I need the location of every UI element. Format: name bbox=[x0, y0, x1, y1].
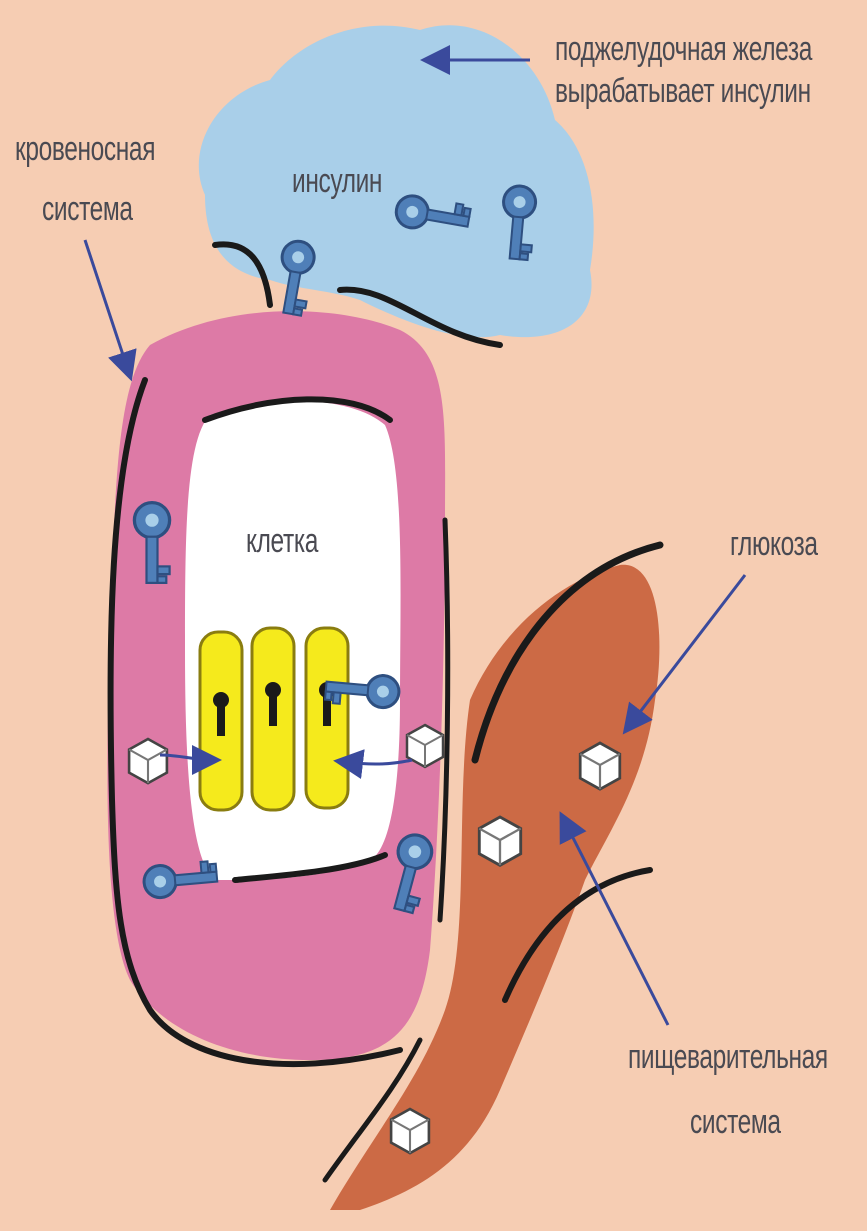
pancreas bbox=[199, 25, 594, 337]
cell-label: клетка bbox=[246, 522, 318, 560]
digestive-system-label-line2: система bbox=[690, 1103, 781, 1141]
blood-system-label-line2: система bbox=[42, 190, 133, 228]
insulin-label: инсулин bbox=[292, 162, 382, 200]
arrow-icon bbox=[565, 822, 668, 1025]
glucose-cube-icon bbox=[479, 817, 520, 865]
arrow-icon bbox=[85, 240, 128, 370]
glucose-cube-icon bbox=[580, 743, 620, 789]
glucose-label: глюкоза bbox=[730, 525, 818, 563]
lock-icon bbox=[252, 628, 294, 810]
glucose-cube-icon bbox=[391, 1109, 429, 1153]
lock-icon bbox=[306, 628, 348, 808]
digestive-system-label-line1: пищеварительная bbox=[628, 1038, 828, 1076]
pancreas-label-line1: поджелудочная железа bbox=[555, 30, 812, 68]
glucose-cube-icon bbox=[129, 739, 167, 783]
blood-system-label-line1: кровеносная bbox=[15, 130, 155, 168]
pancreas-label-line2: вырабатывает инсулин bbox=[555, 72, 811, 110]
lock-icon bbox=[200, 632, 242, 810]
glucose-cube-icon bbox=[407, 725, 443, 767]
